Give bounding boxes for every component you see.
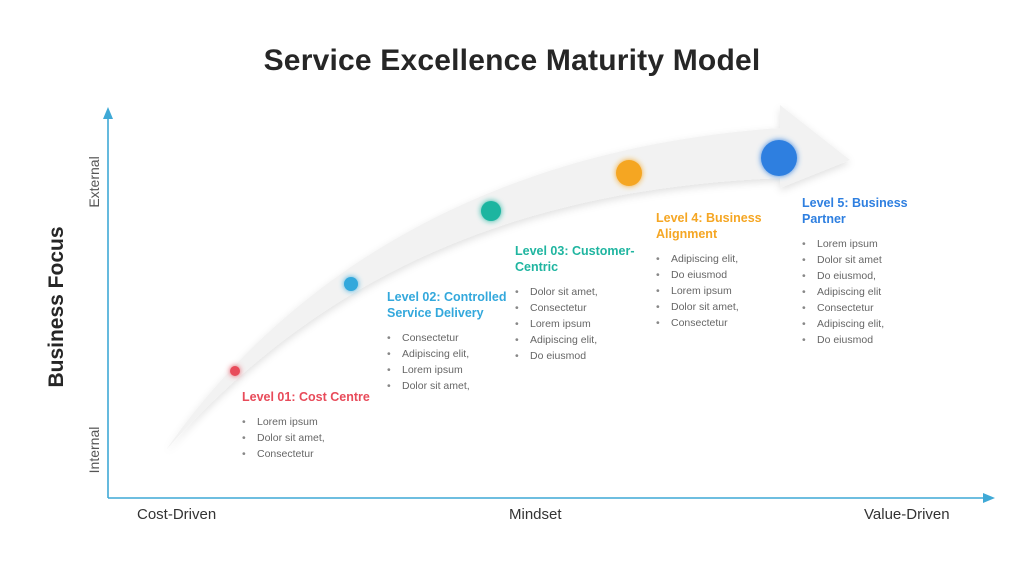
level-2-list-item: Dolor sit amet, xyxy=(387,378,509,394)
y-axis-title: Business Focus xyxy=(45,226,68,388)
level-1-list: Lorem ipsumDolor sit amet,Consectetur xyxy=(242,414,382,462)
level-5-list: Lorem ipsumDolor sit ametDo eiusmod,Adip… xyxy=(802,236,914,348)
level-1-block: Level 01: Cost Centre Lorem ipsumDolor s… xyxy=(242,389,382,462)
level-2-title: Level 02: Controlled Service Delivery xyxy=(387,290,507,320)
level-4-list-item: Dolor sit amet, xyxy=(656,299,768,315)
x-axis-left-label: Cost-Driven xyxy=(137,506,217,523)
level-4-list: Adipiscing elit,Do eiusmodLorem ipsumDol… xyxy=(656,251,768,331)
level-2-list: ConsecteturAdipiscing elit,Lorem ipsumDo… xyxy=(387,330,509,394)
level-1-list-item: Consectetur xyxy=(242,446,382,462)
y-axis-high-label: External xyxy=(86,156,102,208)
level-3-list: Dolor sit amet,ConsecteturLorem ipsumAdi… xyxy=(515,284,637,364)
level-1-title: Level 01: Cost Centre xyxy=(242,390,370,404)
level-1-list-item: Lorem ipsum xyxy=(242,414,382,430)
level-2-list-item: Consectetur xyxy=(387,330,509,346)
page-title: Service Excellence Maturity Model xyxy=(263,44,761,77)
y-axis-low-label: Internal xyxy=(86,426,102,474)
x-axis-mid-label: Mindset xyxy=(509,506,562,523)
level-3-list-item: Consectetur xyxy=(515,300,637,316)
level-3-block: Level 03: Customer-Centric Dolor sit ame… xyxy=(515,243,637,364)
x-axis-arrowhead xyxy=(983,493,995,503)
level-3-title: Level 03: Customer-Centric xyxy=(515,244,635,274)
y-axis-arrowhead xyxy=(103,107,113,119)
level-5-title: Level 5: Business Partner xyxy=(802,196,908,226)
level-5-list-item: Consectetur xyxy=(802,300,914,316)
level-3-list-item: Adipiscing elit, xyxy=(515,332,637,348)
level-5-marker xyxy=(761,140,797,176)
level-4-block: Level 4: Business Alignment Adipiscing e… xyxy=(656,210,768,331)
level-4-title: Level 4: Business Alignment xyxy=(656,211,762,241)
level-5-list-item: Do eiusmod, xyxy=(802,268,914,284)
level-5-block: Level 5: Business Partner Lorem ipsumDol… xyxy=(802,195,914,348)
level-2-list-item: Lorem ipsum xyxy=(387,362,509,378)
level-5-list-item: Do eiusmod xyxy=(802,332,914,348)
level-5-list-item: Adipiscing elit, xyxy=(802,316,914,332)
level-3-list-item: Lorem ipsum xyxy=(515,316,637,332)
level-5-list-item: Adipiscing elit xyxy=(802,284,914,300)
level-4-marker xyxy=(616,160,642,186)
level-4-list-item: Consectetur xyxy=(656,315,768,331)
level-5-list-item: Lorem ipsum xyxy=(802,236,914,252)
level-2-marker xyxy=(344,277,358,291)
level-1-marker xyxy=(230,366,240,376)
level-2-block: Level 02: Controlled Service Delivery Co… xyxy=(387,289,509,394)
level-4-list-item: Lorem ipsum xyxy=(656,283,768,299)
level-1-list-item: Dolor sit amet, xyxy=(242,430,382,446)
level-5-list-item: Dolor sit amet xyxy=(802,252,914,268)
level-3-marker xyxy=(481,201,501,221)
level-3-list-item: Do eiusmod xyxy=(515,348,637,364)
growth-arrow xyxy=(166,105,850,450)
level-2-list-item: Adipiscing elit, xyxy=(387,346,509,362)
level-4-list-item: Adipiscing elit, xyxy=(656,251,768,267)
level-4-list-item: Do eiusmod xyxy=(656,267,768,283)
x-axis-right-label: Value-Driven xyxy=(864,506,950,523)
level-3-list-item: Dolor sit amet, xyxy=(515,284,637,300)
